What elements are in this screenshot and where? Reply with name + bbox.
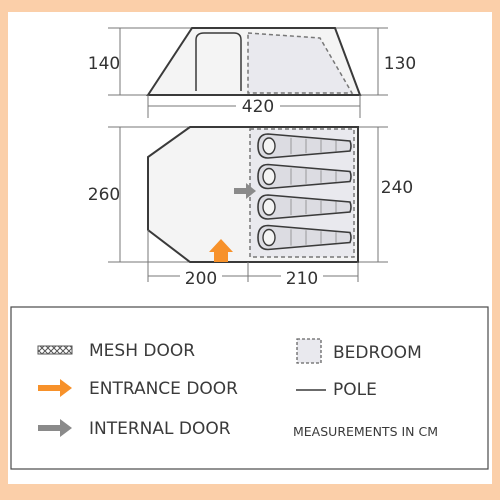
dim-length-living: 200	[185, 269, 217, 289]
entrance-door-arrow-icon	[209, 239, 233, 262]
legend-units-note: MEASUREMENTS IN CM	[293, 424, 439, 439]
internal-door-arrow-icon	[234, 183, 256, 199]
legend-bedroom: BEDROOM	[333, 343, 422, 363]
internal-door-icon	[38, 419, 72, 437]
sleeping-bag-hood	[262, 137, 276, 155]
sleeping-bag	[257, 163, 352, 190]
sleeping-bag	[257, 224, 352, 251]
sleeping-bag-body	[257, 224, 352, 251]
dim-width-bedroom: 240	[381, 178, 413, 198]
dim-side-height-front: 140	[88, 54, 120, 74]
legend-entrance-door: ENTRANCE DOOR	[89, 379, 238, 399]
sleeping-bag-hood	[262, 167, 276, 186]
side-elevation: 140 130	[88, 27, 416, 96]
bedroom-side-area	[247, 32, 354, 94]
dim-total-length: 420	[242, 97, 274, 117]
sleeping-bag-body	[257, 194, 352, 220]
sleeping-bag	[257, 133, 352, 159]
legend-mesh-door: MESH DOOR	[89, 341, 196, 361]
side-door	[195, 32, 242, 91]
sleeping-bags	[257, 133, 352, 251]
sleeping-bag-hood	[262, 228, 276, 247]
label-backing	[180, 268, 222, 288]
label-backing	[281, 268, 323, 288]
sleeping-bag-hood	[262, 198, 276, 216]
sleeping-bag	[257, 194, 352, 220]
label-backing	[236, 96, 280, 116]
mesh-door-icon	[37, 345, 73, 355]
legend-pole: POLE	[333, 380, 377, 400]
sleeping-bag-body	[257, 133, 352, 159]
legend-internal-door: INTERNAL DOOR	[89, 419, 231, 439]
entrance-door-icon	[38, 379, 72, 397]
legend-box	[10, 306, 489, 470]
sleeping-bag-body	[257, 163, 352, 190]
dim-side-height-rear: 130	[384, 54, 416, 74]
dim-width-outer: 260	[88, 185, 120, 205]
floor-plan: 260 240	[88, 126, 413, 263]
dim-length-bedroom: 210	[286, 269, 318, 289]
bedroom-icon	[296, 338, 322, 364]
